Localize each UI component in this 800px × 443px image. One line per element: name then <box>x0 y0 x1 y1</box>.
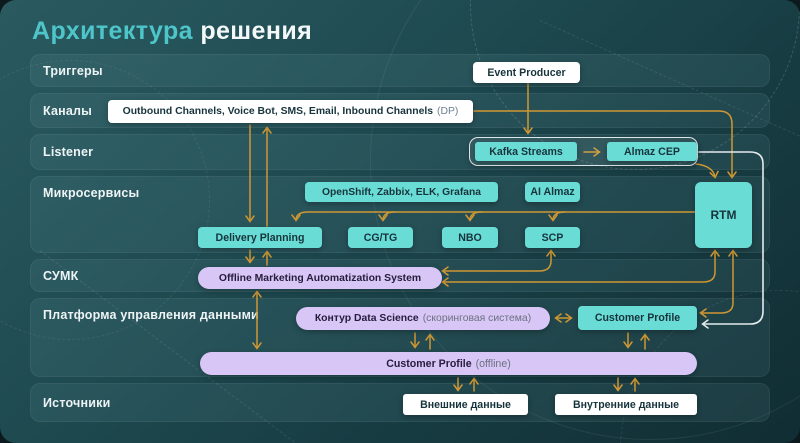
node-customer-profile-offline: Customer Profile (offline) <box>200 352 697 375</box>
node-channels-main: Outbound Channels, Voice Bot, SMS, Email… <box>122 106 434 117</box>
node-event-producer: Event Producer <box>473 62 580 83</box>
node-kontur-suffix: (скоринговая система) <box>422 313 532 324</box>
node-kontur-data-science: Контур Data Science (скоринговая система… <box>296 307 550 330</box>
layer-label: Микросервисы <box>43 186 140 200</box>
node-delivery-planning: Delivery Planning <box>198 227 322 248</box>
layer-label: Каналы <box>43 103 93 118</box>
node-channels-suffix: (DP) <box>437 106 459 117</box>
node-ai-almaz: AI Almaz <box>525 182 580 202</box>
node-omas: Offline Marketing Automatization System <box>198 267 442 289</box>
node-external-data: Внешние данные <box>403 394 528 415</box>
node-almaz-cep: Almaz CEP <box>607 142 697 161</box>
layer-triggers: Триггеры <box>30 54 770 87</box>
node-kontur-main: Контур Data Science <box>314 313 419 324</box>
page-title-rest: решения <box>200 17 313 45</box>
node-cgtg: CG/TG <box>348 227 413 248</box>
node-cpoffline-main: Customer Profile <box>386 357 472 370</box>
node-scp: SCP <box>525 227 580 248</box>
page-title: Архитектура решения <box>32 17 312 46</box>
layer-sources: Источники <box>30 383 770 422</box>
node-rtm: RTM <box>695 182 752 248</box>
layer-label: Listener <box>43 145 94 159</box>
node-cpoffline-suffix: (offline) <box>475 357 511 370</box>
layer-label: Платформа управления данными <box>43 308 259 322</box>
node-kafka-streams: Kafka Streams <box>475 142 577 161</box>
layer-label: Триггеры <box>43 63 103 78</box>
node-internal-data: Внутренние данные <box>555 394 697 415</box>
page-title-accent: Архитектура <box>32 17 193 45</box>
node-channels: Outbound Channels, Voice Bot, SMS, Email… <box>108 100 473 123</box>
node-customer-profile: Customer Profile <box>578 306 697 330</box>
node-monitoring-stack: OpenShift, Zabbix, ELK, Grafana <box>305 182 498 202</box>
node-nbo: NBO <box>442 227 498 248</box>
layer-label: СУМК <box>43 268 79 283</box>
layer-label: Источники <box>43 395 111 410</box>
